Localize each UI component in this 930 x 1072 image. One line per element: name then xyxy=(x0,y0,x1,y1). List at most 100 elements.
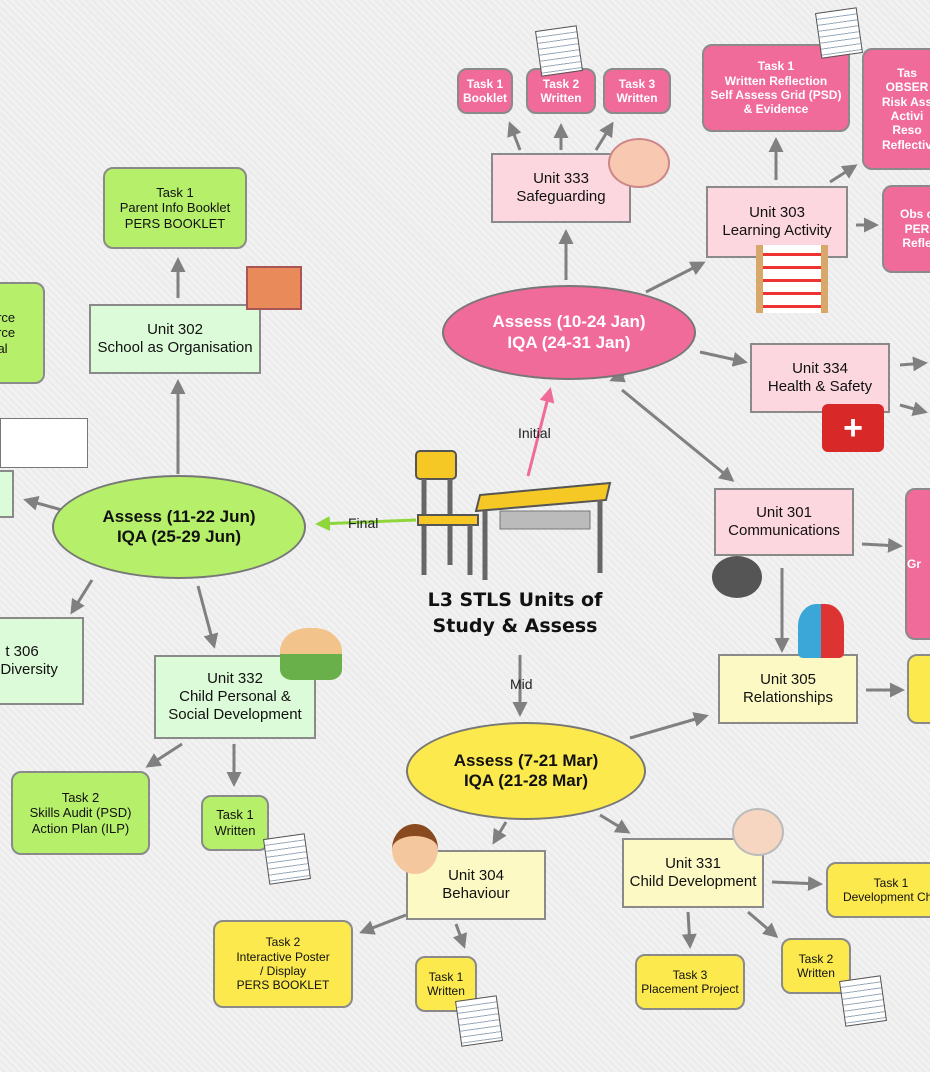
edge-label-mid: Mid xyxy=(510,676,533,692)
node-text-line: Activi xyxy=(890,109,924,123)
node-text-line: Relationships xyxy=(742,689,834,706)
node-text-line: Task 2 xyxy=(798,951,834,966)
node-text-line: Task 1 xyxy=(757,59,795,74)
node-text-line: & Evidence xyxy=(743,102,809,117)
edge-label-final: Final xyxy=(348,515,379,531)
node-text-line: Tas xyxy=(897,65,917,80)
node-text-line: Action Plan (ILP) xyxy=(31,820,130,836)
node-text-line: Gr xyxy=(907,556,922,571)
node-text-line: OBSER xyxy=(885,80,929,95)
node-uleft[interactable] xyxy=(0,470,14,518)
connector-arrow xyxy=(359,913,407,935)
connector-arrow xyxy=(70,579,94,615)
school-desk-icon xyxy=(415,450,612,580)
connector-arrow xyxy=(861,537,903,553)
written-paper-icon xyxy=(815,7,863,59)
children-icon xyxy=(280,628,342,680)
node-t303c[interactable]: Obs oPERRefle xyxy=(882,185,930,273)
connector-arrow xyxy=(599,813,631,834)
written-paper-icon xyxy=(263,833,311,885)
node-text-line: Written Reflection xyxy=(724,73,828,88)
node-text-line: Placement Project xyxy=(641,982,739,996)
written-paper-icon xyxy=(535,25,583,77)
node-text-line: Task 3 xyxy=(618,76,656,91)
connector-arrow xyxy=(747,910,779,938)
connector-arrow xyxy=(594,121,614,151)
node-text-line: Unit 334 xyxy=(792,360,848,377)
connector-arrow xyxy=(621,388,735,482)
node-text-line: IQA (24-31 Jan) xyxy=(507,332,631,352)
node-text-line: PERS BOOKLET xyxy=(236,978,330,993)
node-text-line: Refle xyxy=(902,236,930,251)
crayons-icon xyxy=(0,418,88,468)
node-text-line: Risk Ass xyxy=(881,94,930,109)
node-text-line: Unit 305 xyxy=(760,671,816,688)
connector-arrow xyxy=(899,401,928,416)
node-t301[interactable]: Gr xyxy=(905,488,930,640)
node-text-line: Written xyxy=(540,91,582,105)
node-mar[interactable]: Assess (7-21 Mar)IQA (21-28 Mar) xyxy=(406,722,646,820)
node-text-line: Communications xyxy=(728,522,840,539)
node-t305[interactable] xyxy=(907,654,930,724)
connector-arrow xyxy=(699,350,748,367)
node-text-line: Assess (7-21 Mar) xyxy=(453,750,599,770)
node-jun[interactable]: Assess (11-22 Jun)IQA (25-29 Jun) xyxy=(52,475,306,579)
connector-arrow xyxy=(629,712,709,740)
node-text-line: Obs o xyxy=(899,207,930,222)
written-paper-icon xyxy=(839,975,887,1027)
first-aid-kit-icon: + xyxy=(822,404,884,452)
node-text-line: Self Assess Grid (PSD) xyxy=(710,88,842,102)
node-text-line: Assess (10-24 Jan) xyxy=(492,312,646,332)
connector-arrow xyxy=(507,121,522,151)
node-text-line: IQA (25-29 Jun) xyxy=(116,527,242,546)
connector-arrow xyxy=(771,876,823,891)
node-jan[interactable]: Assess (10-24 Jan)IQA (24-31 Jan) xyxy=(442,285,696,380)
node-text-line: Behaviour xyxy=(442,885,510,902)
node-text-line: Child Development xyxy=(629,873,757,890)
node-text-line: PERS BOOKLET xyxy=(124,215,226,231)
node-text-line: Task 2 xyxy=(61,789,100,805)
connector-arrow xyxy=(23,495,63,512)
node-text-line: Written xyxy=(616,91,658,105)
central-topic[interactable]: L3 STLS Units of Study & Assess xyxy=(405,588,625,639)
node-text-line: Unit 331 xyxy=(665,855,721,872)
node-text-line: Health & Safety xyxy=(767,378,873,395)
node-text-line: Social Development xyxy=(168,706,302,723)
written-paper-icon xyxy=(455,995,503,1047)
central-topic-line: Study & Assess xyxy=(432,614,598,637)
node-text-line: Written xyxy=(797,966,835,980)
baby-icon xyxy=(732,808,784,856)
arrow-final xyxy=(315,516,417,532)
node-text-line: Learning Activity xyxy=(722,222,832,239)
central-topic-line: L3 STLS Units of xyxy=(427,589,603,611)
node-text-line: Task 1 xyxy=(428,969,464,984)
connector-arrow xyxy=(681,911,697,949)
node-text-line: Task 1 xyxy=(873,875,909,890)
node-text-line: Task 1 xyxy=(156,184,194,200)
node-text-line: urce xyxy=(0,309,16,325)
node-text-line: Parent Info Booklet xyxy=(119,200,231,216)
node-text-line: Unit 302 xyxy=(147,321,203,338)
node-text-line: Unit 333 xyxy=(533,170,589,187)
connector-arrow xyxy=(645,261,706,294)
node-u306[interactable]: t 306& Diversity xyxy=(0,617,84,705)
node-tleft[interactable]: urceurceal xyxy=(0,282,45,384)
school-building-icon xyxy=(246,266,302,310)
